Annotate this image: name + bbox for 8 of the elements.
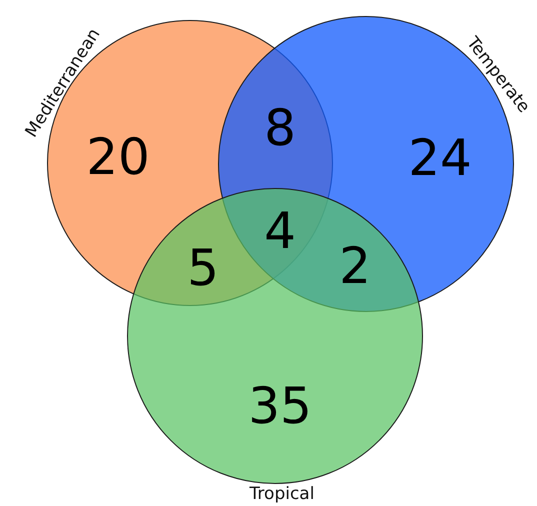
region-count: 5 <box>187 243 219 293</box>
region-count: 20 <box>86 132 150 182</box>
region-count: 24 <box>408 133 472 183</box>
circle-label: Tropical <box>250 484 314 504</box>
region-count: 2 <box>339 241 371 291</box>
region-count: 35 <box>248 381 312 431</box>
region-count: 4 <box>264 206 296 256</box>
region-count: 8 <box>264 103 296 153</box>
